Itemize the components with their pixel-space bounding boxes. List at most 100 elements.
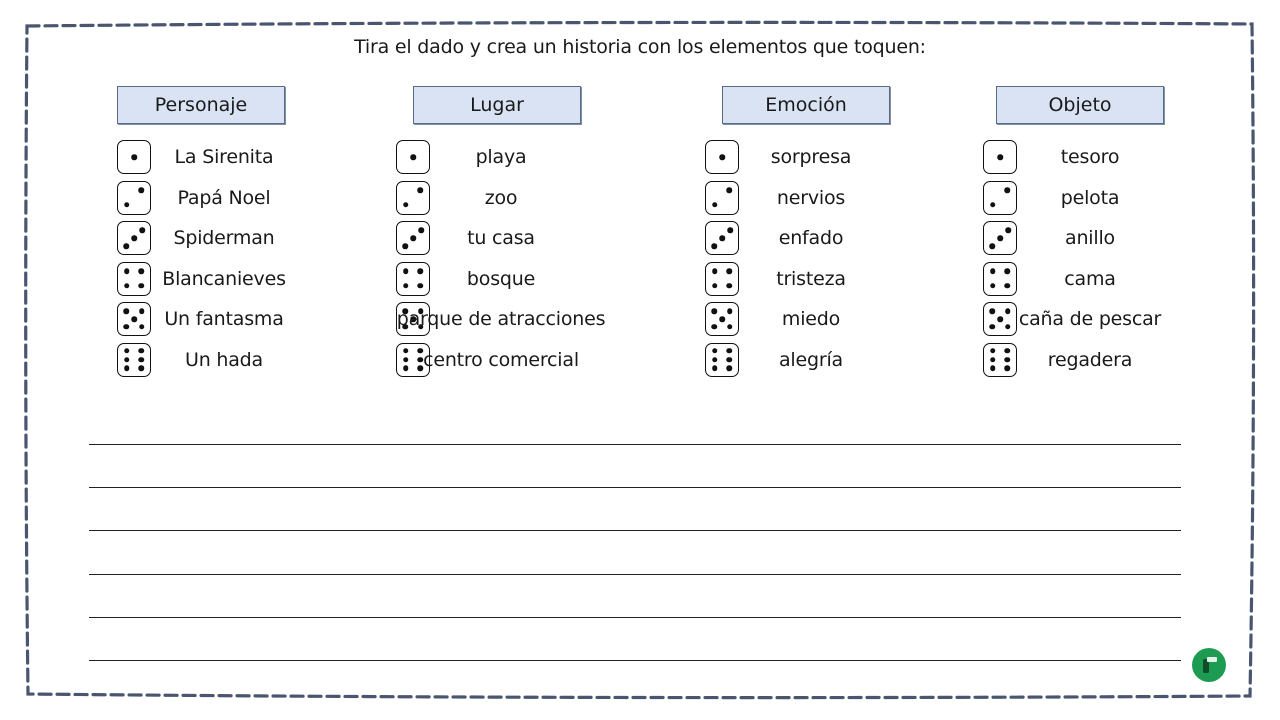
die-pip: [124, 347, 130, 354]
die-pip: [997, 154, 1003, 160]
die-face-1-icon: [983, 140, 1017, 174]
die-pip: [719, 235, 725, 241]
die-face-5-icon: [983, 302, 1017, 336]
list-item-label: nervios: [776, 186, 846, 209]
die-pip: [1004, 268, 1010, 275]
die-pip: [417, 268, 423, 275]
die-pip: [123, 323, 130, 330]
die-face-3-icon: [705, 221, 739, 255]
die-face-6-icon: [983, 342, 1017, 377]
column-header-lugar: Lugar: [413, 86, 581, 124]
die-pip: [990, 356, 996, 363]
die-pip: [417, 347, 423, 354]
die-pip: [131, 235, 137, 241]
list-item-label: La Sirenita: [174, 146, 274, 168]
list-item-label: sorpresa: [770, 146, 852, 168]
die-pip: [417, 282, 423, 289]
die-pip: [403, 347, 409, 354]
die-face-2-icon: [983, 180, 1017, 215]
die-pip: [726, 323, 733, 330]
writing-line: [89, 573, 1181, 575]
die-pip: [138, 187, 144, 194]
die-face-1-icon: [396, 140, 430, 174]
die-pip: [131, 316, 137, 322]
die-pip: [402, 323, 409, 330]
die-face-6-icon: [705, 342, 739, 377]
list-item-label: Spiderman: [173, 227, 275, 249]
die-pip: [403, 365, 409, 372]
die-face-5-icon: [396, 302, 430, 336]
die-pip: [990, 268, 996, 275]
die-face-1-icon: [117, 140, 151, 174]
column-header-emocion: Emoción: [722, 86, 890, 124]
die-pip: [402, 243, 408, 249]
die-pip: [726, 356, 732, 363]
die-pip: [1004, 347, 1010, 354]
die-pip: [402, 308, 409, 315]
die-pip: [726, 347, 732, 354]
green-circle-logo-icon: [1192, 648, 1226, 682]
die-pip: [403, 268, 409, 275]
list-item-label: Blancanieves: [162, 267, 286, 290]
die-pip: [711, 308, 718, 315]
die-pip: [719, 154, 725, 160]
die-pip: [990, 365, 996, 372]
dashed-border: [24, 20, 1256, 700]
die-face-3-icon: [117, 221, 151, 255]
die-pip: [138, 347, 144, 354]
die-pip: [403, 201, 409, 208]
instructions-title: Tira el dado y crea un historia con los …: [354, 36, 926, 58]
die-pip: [989, 243, 995, 249]
die-pip: [138, 308, 145, 315]
list-item-label: tu casa: [467, 227, 535, 249]
die-pip: [403, 282, 409, 289]
die-pip: [410, 154, 416, 160]
die-pip: [990, 347, 996, 354]
die-pip: [1004, 356, 1010, 363]
die-pip: [712, 282, 718, 289]
list-item-label: miedo: [781, 308, 841, 330]
list-item-label: tesoro: [1060, 146, 1120, 168]
die-pip: [726, 268, 732, 275]
die-pip: [138, 365, 144, 372]
die-face-4-icon: [705, 261, 739, 296]
die-pip: [417, 308, 424, 315]
die-pip: [417, 323, 424, 330]
die-face-6-icon: [396, 342, 430, 377]
list-item-label: alegría: [778, 348, 844, 371]
die-pip: [989, 323, 996, 330]
die-face-5-icon: [117, 302, 151, 336]
die-face-4-icon: [983, 261, 1017, 296]
die-pip: [712, 201, 718, 208]
list-item-label: zoo: [484, 186, 518, 209]
list-item-label: caña de pescar: [1018, 308, 1162, 330]
die-face-3-icon: [396, 221, 430, 255]
die-pip: [726, 365, 732, 372]
die-pip: [1004, 282, 1010, 289]
list-item-label: pelota: [1060, 186, 1120, 209]
die-pip: [1004, 308, 1011, 315]
die-pip: [712, 365, 718, 372]
die-pip: [417, 356, 423, 363]
die-face-2-icon: [396, 180, 430, 215]
die-pip: [1004, 323, 1011, 330]
die-pip: [418, 227, 424, 233]
die-pip: [997, 235, 1003, 241]
list-item-label: Un fantasma: [164, 308, 284, 330]
die-pip: [138, 268, 144, 275]
list-item-label: parque de atracciones: [396, 308, 606, 330]
list-item-label: playa: [475, 146, 527, 168]
die-pip: [1004, 187, 1010, 194]
list-item-label: regadera: [1047, 348, 1133, 371]
writing-line: [89, 444, 1181, 445]
die-pip: [1004, 365, 1010, 372]
list-item-label: Papá Noel: [177, 186, 271, 209]
die-face-4-icon: [396, 261, 430, 296]
die-pip: [124, 282, 130, 289]
die-pip: [410, 316, 416, 322]
die-pip: [711, 243, 717, 249]
die-pip: [726, 282, 732, 289]
die-pip: [727, 227, 733, 233]
die-pip: [417, 365, 423, 372]
